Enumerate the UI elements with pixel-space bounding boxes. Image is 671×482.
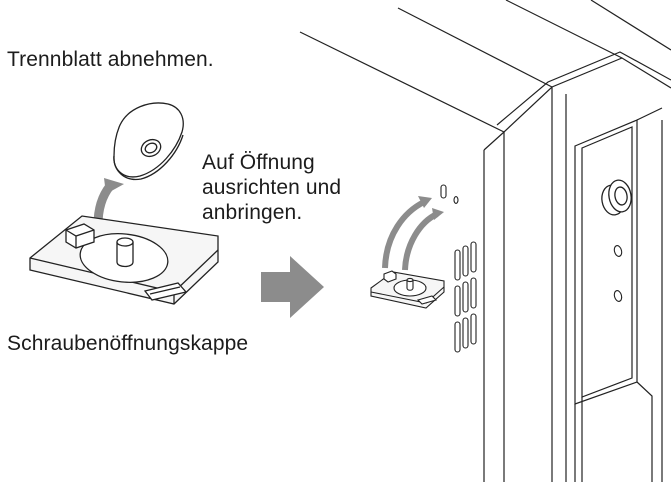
align-instruction-line-3: anbringen. (202, 201, 303, 224)
align-instruction-line-2: ausrichten und (202, 176, 342, 199)
attach-arrows (382, 199, 439, 271)
screw-hole-cap-small (370, 270, 445, 309)
device-cabinet (299, 0, 671, 482)
screw-holes (440, 184, 459, 204)
cap-part-label: Schraubenöffnungskappe (7, 332, 249, 355)
screw-hole-cap-large (29, 215, 219, 305)
direction-arrow (261, 256, 324, 318)
vent-slots (454, 241, 477, 353)
attach-arrowheads (418, 196, 444, 220)
align-attach-instruction: Auf Öffnung ausrichten und anbringen. (202, 150, 341, 225)
indicator-lights (613, 245, 623, 302)
remove-backing-instruction: Trennblatt abnehmen. (7, 48, 214, 71)
backing-sheet (113, 102, 184, 181)
power-knob (601, 179, 632, 216)
lift-arrow (93, 178, 124, 226)
align-instruction-line-1: Auf Öffnung (202, 151, 315, 174)
